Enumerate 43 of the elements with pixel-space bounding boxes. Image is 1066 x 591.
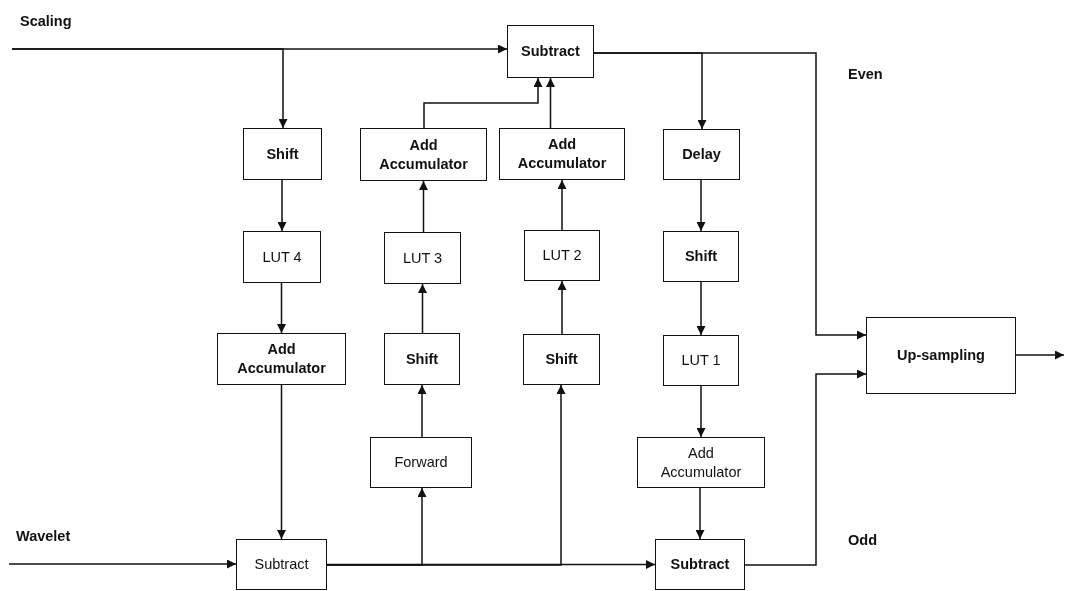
arrow [744,369,867,566]
signal-arrow [11,48,288,129]
process-box: Up-sampling [866,317,1016,394]
arrow [696,281,706,336]
arrow [419,180,428,233]
process-box: LUT 1 [663,335,739,386]
arrow [418,283,427,334]
process-box: Delay [663,129,740,180]
process-box: Shift [243,128,322,180]
arrow [696,385,706,438]
process-box: Shift [523,334,600,385]
arrow [557,280,567,335]
arrow [695,487,705,540]
process-box: Shift [384,333,460,385]
process-box: Subtract [507,25,594,78]
process-box: LUT 3 [384,232,461,284]
process-box: Add Accumulator [499,128,625,180]
arrow [593,52,867,340]
process-box: Add Accumulator [217,333,346,385]
arrow [696,179,706,232]
arrow [277,384,286,540]
arrow [546,77,555,129]
process-box: Add Accumulator [360,128,487,181]
arrow [417,384,427,438]
process-box: Subtract [655,539,745,590]
arrow [557,179,567,231]
signal-label: Odd [848,532,877,548]
process-box: LUT 4 [243,231,321,283]
process-box: LUT 2 [524,230,600,281]
process-box: Subtract [236,539,327,590]
arrow [277,282,286,334]
signal-label: Scaling [20,13,72,29]
arrow [326,384,566,566]
signal-arrow [1015,350,1065,360]
process-box: Add Accumulator [637,437,765,488]
signal-label: Even [848,66,883,82]
arrow [277,179,287,232]
arrow [423,77,543,129]
signal-arrow [8,559,237,569]
signal-label: Wavelet [16,528,71,544]
process-box: Shift [663,231,739,282]
arrow [326,560,656,569]
process-box: Forward [370,437,472,488]
